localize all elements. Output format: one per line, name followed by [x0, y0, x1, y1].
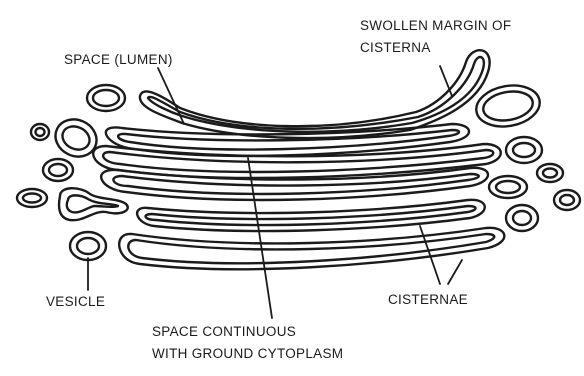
- cisternae-stack: [93, 50, 504, 269]
- label-space-continuous-line2: WITH GROUND CYTOPLASM: [152, 346, 343, 361]
- vesicle: [473, 81, 543, 132]
- label-vesicle: VESICLE: [46, 294, 105, 309]
- cisterna-5: [137, 200, 485, 231]
- vesicle-budding: [59, 188, 128, 220]
- vesicle: [537, 164, 563, 182]
- vesicle: [489, 176, 527, 198]
- label-cisternae: CISTERNAE: [388, 292, 468, 307]
- vesicle: [70, 232, 106, 260]
- vesicle: [506, 137, 542, 163]
- label-space-continuous-line1: SPACE CONTINUOUS: [152, 324, 296, 339]
- leader-line-cisternae-b: [448, 260, 462, 284]
- vesicle: [43, 159, 73, 181]
- vesicle: [506, 205, 538, 231]
- label-space-lumen: SPACE (LUMEN): [64, 52, 173, 67]
- vesicle: [17, 189, 47, 207]
- leader-line-swollen-margin: [440, 66, 452, 96]
- vesicle: [31, 124, 49, 140]
- vesicle: [87, 85, 125, 111]
- cisterna-6: [119, 228, 504, 269]
- label-swollen-margin-line1: SWOLLEN MARGIN OF: [360, 18, 511, 33]
- leader-line-space-continuous: [248, 158, 272, 318]
- label-swollen-margin-line2: CISTERNA: [360, 40, 431, 55]
- vesicle: [554, 190, 580, 210]
